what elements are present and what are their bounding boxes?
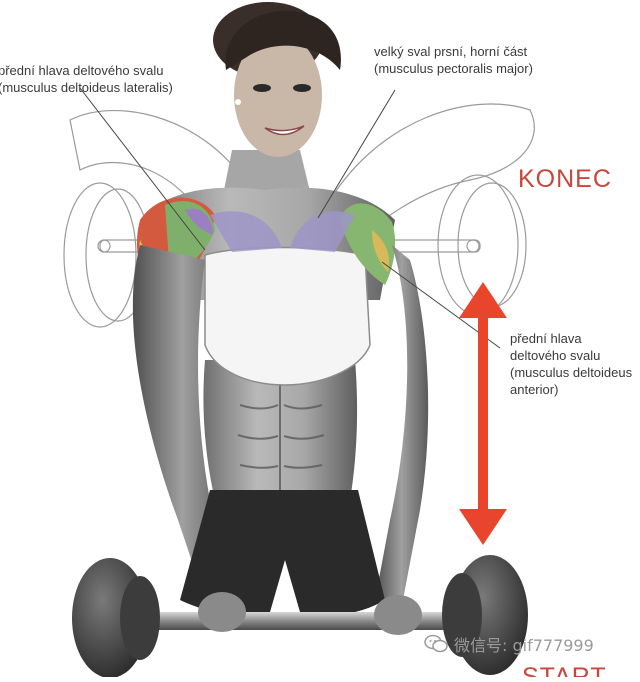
shorts xyxy=(180,490,385,616)
label-pectoralis: velký sval prsní, horní část (musculus p… xyxy=(374,43,533,77)
label-anterior-line-1: přední hlava xyxy=(510,331,582,346)
label-anterior-deltoid: přední hlava deltového svalu (musculus d… xyxy=(510,330,632,398)
stage-start-label: START xyxy=(522,663,607,677)
wechat-bubble-icon xyxy=(424,634,448,653)
pectoral-highlight xyxy=(210,211,355,252)
label-anterior-line-4: anterior) xyxy=(510,382,559,397)
stage-end-label: KONEC xyxy=(518,165,612,193)
label-anterior-line-3: (musculus deltoideus xyxy=(510,365,633,380)
motion-arrow xyxy=(459,282,507,545)
label-pectoral-latin: (musculus pectoralis major) xyxy=(374,61,533,76)
label-lateral-latin: (musculus deltoideus lateralis) xyxy=(0,80,173,95)
deltoid-highlight-right xyxy=(340,203,396,285)
head xyxy=(213,2,341,157)
right-arm xyxy=(375,245,429,605)
label-lateral-deltoid: přední hlava deltového svalu (musculus d… xyxy=(0,62,173,96)
right-hand xyxy=(374,595,422,635)
label-pectoral-name: velký sval prsní, horní část xyxy=(374,44,528,59)
watermark: 微信号: gif777999 xyxy=(424,632,594,656)
label-lateral-name: přední hlava deltového svalu xyxy=(0,63,164,78)
left-hand xyxy=(198,592,246,632)
label-anterior-line-2: deltového svalu xyxy=(510,348,601,363)
watermark-text: 微信号: gif777999 xyxy=(454,636,594,655)
sports-top xyxy=(204,246,371,386)
